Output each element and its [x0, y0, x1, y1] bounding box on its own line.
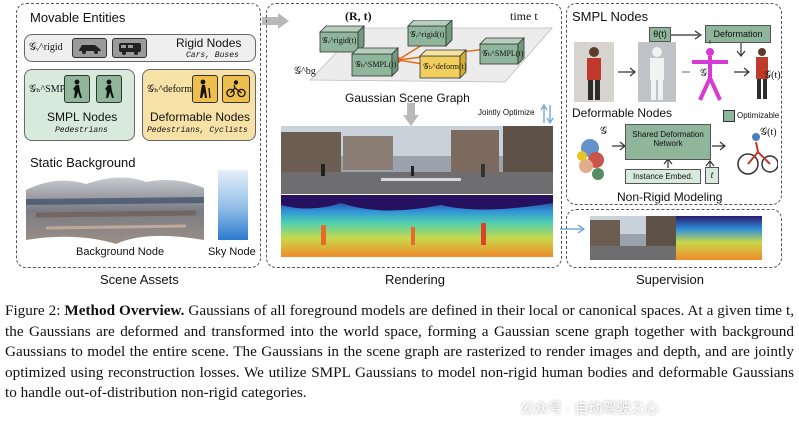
supervision-depth-image	[676, 216, 762, 260]
watermark: 公众号 · 自动驾驶之心	[520, 400, 659, 416]
scene-graph-panel	[266, 3, 562, 268]
deform-panel-title: Deformable Nodes	[572, 106, 673, 120]
arrow-graph-to-render	[403, 103, 419, 126]
figure-caption: Figure 2: Method Overview. Gaussians of …	[5, 301, 794, 404]
bus-icon	[112, 38, 147, 58]
rendered-rgb-image	[281, 126, 553, 194]
caption-prefix: Figure 2:	[5, 302, 65, 319]
smpl-gt-label: 𝒢(t)	[764, 70, 781, 81]
rigid-symbol: 𝒢ᵥ^rigid	[29, 42, 63, 53]
caption-bold: Method Overview.	[64, 302, 185, 319]
node-rigid-a-label: 𝒢ᵥ^rigid(t)	[322, 36, 357, 45]
static-background-label: Static Background	[30, 155, 136, 170]
background-point-cloud-image	[26, 177, 204, 244]
node-rigid-b-label: 𝒢ᵥ^rigid(t)	[410, 30, 445, 39]
shared-deformation-network-box: Shared Deformation Network	[625, 124, 711, 160]
scene-graph-diagram	[309, 20, 553, 83]
deform-symbol: 𝒢ₕ^deform	[147, 84, 193, 95]
node-deform-label: 𝒢ₕ^deform(t)	[423, 62, 467, 71]
car-icon	[72, 38, 107, 58]
smpl-nodes-label: SMPL Nodes	[47, 110, 118, 124]
deform-gt-label: 𝒢(t)	[760, 127, 777, 138]
jointly-optimize-arrows	[540, 103, 554, 125]
theta-box: θ(t)	[649, 27, 671, 42]
smpl-g-label: 𝒢	[700, 68, 708, 79]
scene-assets-caption: Scene Assets	[100, 272, 179, 287]
non-rigid-modeling-label: Non-Rigid Modeling	[617, 190, 723, 204]
smpl-pipeline-figure	[574, 40, 768, 102]
supervision-caption: Supervision	[636, 272, 704, 287]
time-label: time t	[510, 9, 538, 23]
rigid-nodes-sub: Cars, Buses	[186, 51, 239, 60]
sky-node-label: Sky Node	[208, 246, 256, 258]
deformable-nodes-label: Deformable Nodes	[150, 110, 251, 124]
background-node-label: Background Node	[76, 246, 165, 258]
rendering-caption: Rendering	[385, 272, 445, 287]
smpl-cube-a	[351, 47, 399, 77]
supervision-panel	[566, 209, 782, 268]
caption-text: Gaussians of all foreground models are d…	[5, 302, 794, 401]
supervision-rgb-image	[590, 216, 676, 260]
smpl-symbol: 𝒢ₕ^SMPL	[29, 84, 72, 95]
smpl-cube-b	[479, 37, 525, 65]
movable-entities-label: Movable Entities	[30, 10, 126, 25]
arrow-assets-to-graph	[262, 13, 289, 29]
time-input-box: t	[705, 167, 719, 184]
rigid-cube-a	[319, 25, 365, 53]
sky-node-image	[218, 170, 248, 240]
deformation-box: Deformation	[705, 25, 771, 43]
rendered-depth-image	[281, 195, 553, 257]
deformation-label: Deformation	[713, 29, 763, 39]
instance-embed-box: Instance Embed.	[625, 169, 701, 184]
instance-embed-label: Instance Embed.	[632, 172, 694, 181]
deform-g-label: 𝒢	[600, 126, 608, 137]
smpl-nodes-sub: Pedestrians	[55, 126, 108, 135]
rigid-cube-b	[407, 20, 453, 47]
bg-label: 𝒢^bg	[294, 66, 316, 77]
optimizable-label: Optimizable	[737, 111, 780, 120]
jointly-optimize-label: Jointly Optimize	[478, 108, 535, 117]
time-input-label: t	[710, 170, 714, 181]
rigid-nodes-label: Rigid Nodes	[176, 36, 242, 50]
rt-label: (R, t)	[345, 9, 372, 23]
render-to-supervision-arrow	[560, 224, 586, 234]
elderly-icon	[192, 75, 218, 103]
node-smpl-a-label: 𝒢ₕ^SMPL(t)	[355, 60, 397, 69]
pedestrian-icon-b	[96, 75, 122, 103]
cyclist-icon	[222, 75, 250, 103]
theta-label: θ(t)	[653, 29, 667, 39]
shared-network-label: Shared Deformation Network	[632, 130, 704, 149]
deformation-to-smpl-arrow	[736, 43, 746, 57]
scene-graph-title: Gaussian Scene Graph	[345, 91, 470, 105]
non-rigid-panel	[566, 3, 782, 205]
smpl-panel-title: SMPL Nodes	[572, 9, 649, 24]
node-smpl-b-label: 𝒢ₕ^SMPL(t)	[482, 49, 524, 58]
pedestrian-icon-a	[64, 75, 90, 103]
optimizable-swatch	[723, 110, 735, 122]
theta-to-deformation-arrow	[671, 30, 703, 40]
scene-assets-panel	[16, 3, 261, 268]
deformable-nodes-sub: Pedestrians, Cyclists	[147, 126, 248, 135]
deform-cube	[419, 49, 467, 79]
